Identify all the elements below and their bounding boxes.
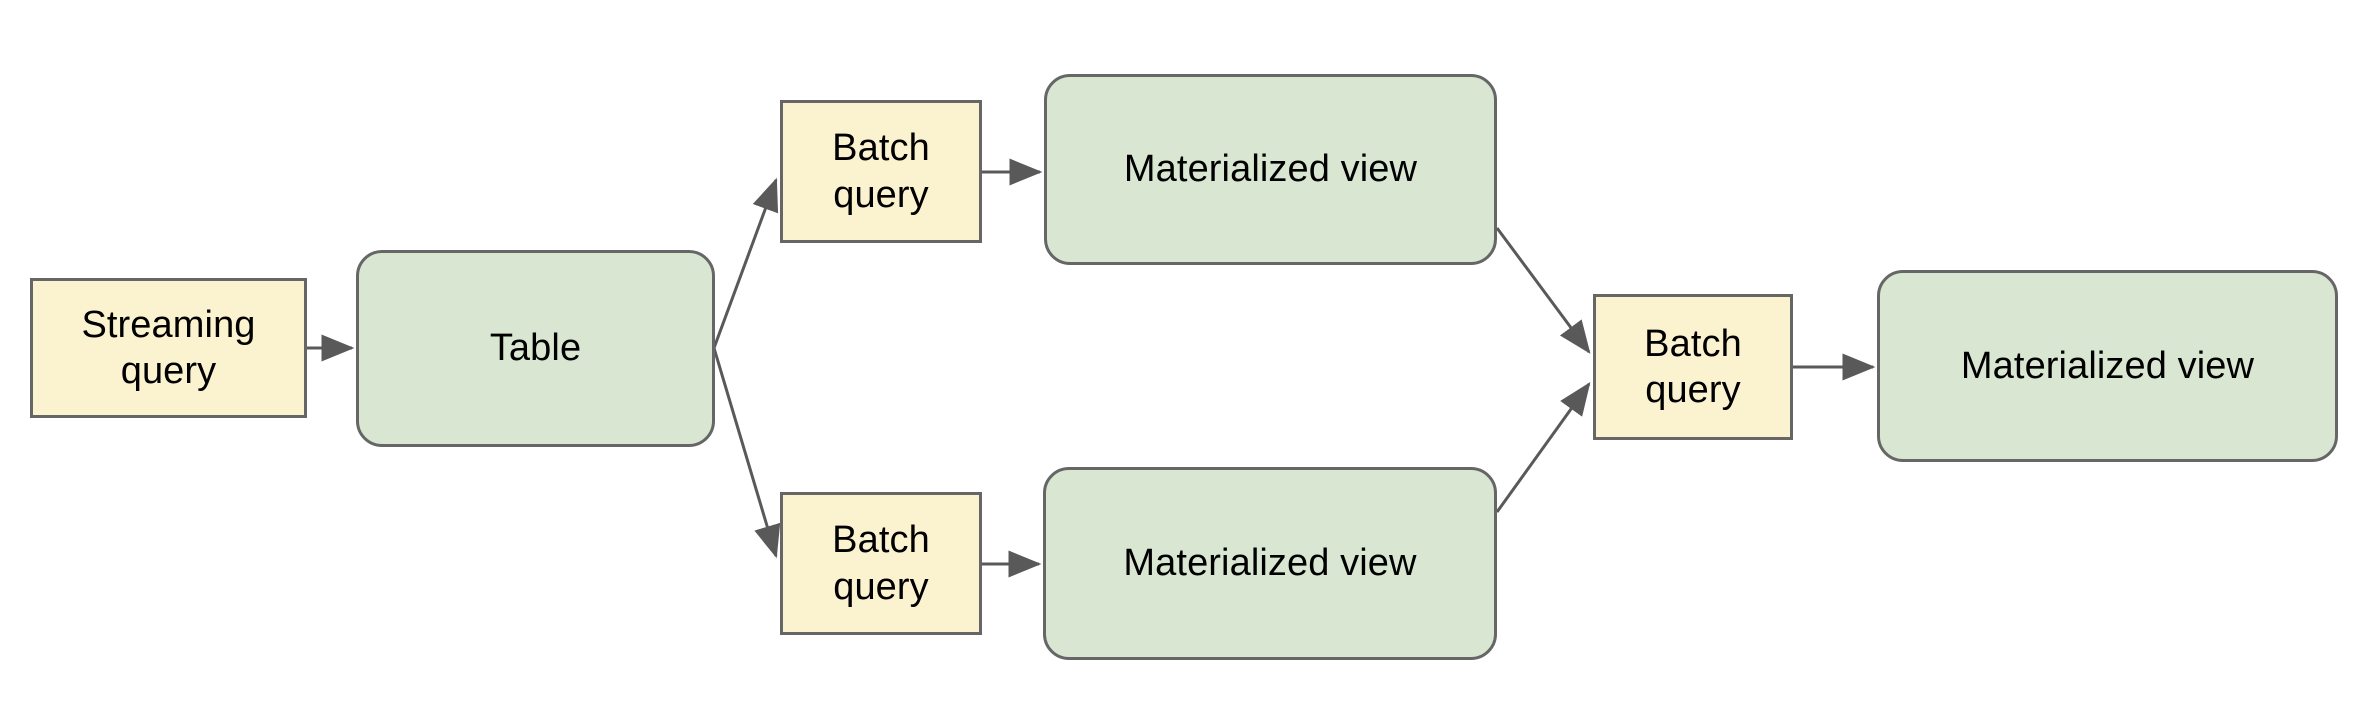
node-materialized-view-top[interactable]: Materialized view <box>1044 74 1497 265</box>
node-label-batch-query-top: Batch query <box>832 127 930 216</box>
edge-materialized-view-top-to-batch-query-join <box>1495 227 1591 354</box>
node-batch-query-join[interactable]: Batch query <box>1593 294 1793 440</box>
node-table[interactable]: Table <box>356 250 715 447</box>
node-label-materialized-view-final: Materialized view <box>1960 344 2255 387</box>
node-label-materialized-view-bottom: Materialized view <box>1123 542 1417 585</box>
edge-table-to-batch-query-bottom <box>712 347 781 559</box>
node-streaming-query[interactable]: Streaming query <box>30 278 307 418</box>
node-batch-query-top[interactable]: Batch query <box>780 100 982 243</box>
node-label-batch-query-bottom: Batch query <box>832 519 930 608</box>
node-label-materialized-view-top: Materialized view <box>1123 148 1418 191</box>
edge-materialized-view-bottom-to-batch-query-join <box>1495 382 1591 513</box>
node-label-batch-query-join: Batch query <box>1644 322 1742 411</box>
node-materialized-view-bottom[interactable]: Materialized view <box>1043 467 1497 660</box>
node-label-table: Table <box>489 327 582 370</box>
node-label-streaming-query: Streaming query <box>81 303 256 392</box>
node-materialized-view-final[interactable]: Materialized view <box>1877 270 2338 462</box>
node-batch-query-bottom[interactable]: Batch query <box>780 492 982 635</box>
edge-table-to-batch-query-top <box>712 177 779 349</box>
